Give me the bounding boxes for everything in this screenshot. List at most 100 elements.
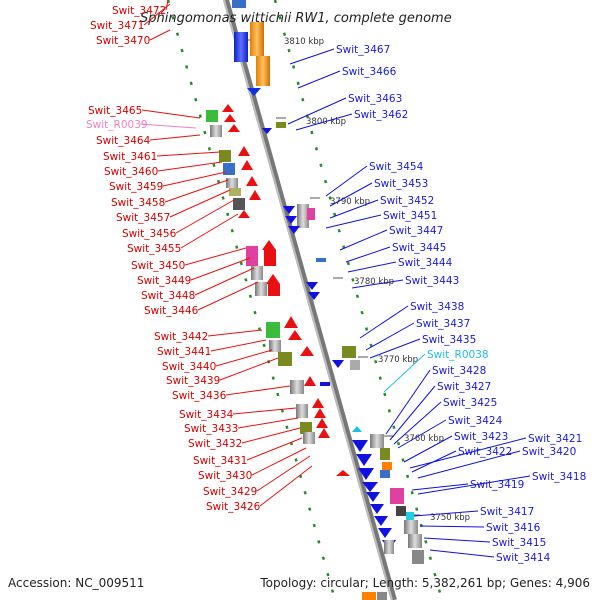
gene-label-swit-3434[interactable]: Swit_3434 <box>179 409 234 421</box>
gene-label-swit-r0039[interactable]: Swit_R0039 <box>86 119 148 131</box>
gene-label-swit-3438[interactable]: Swit_3438 <box>410 301 464 313</box>
gene-label-swit-3466[interactable]: Swit_3466 <box>342 66 397 78</box>
gene-leader-line <box>365 322 415 351</box>
gene-label-swit-3446[interactable]: Swit_3446 <box>144 305 199 317</box>
gene-label-swit-3437[interactable]: Swit_3437 <box>416 318 470 330</box>
kbp-label: 3790 kbp <box>330 197 370 207</box>
gene-leader-line <box>157 161 223 172</box>
gene-label-swit-3418[interactable]: Swit_3418 <box>532 471 586 483</box>
gene-leader-line <box>259 465 313 507</box>
gene-leader-line <box>197 281 259 311</box>
gene-label-swit-3447[interactable]: Swit_3447 <box>389 225 443 237</box>
gene-leader-line <box>139 123 197 129</box>
gene-label-swit-r0038[interactable]: Swit_R0038 <box>427 349 489 361</box>
gene-leader-line <box>413 510 479 517</box>
gene-leader-line <box>289 48 335 65</box>
gene-label-swit-3435[interactable]: Swit_3435 <box>422 334 476 346</box>
gene-leader-line <box>389 385 436 441</box>
gene-label-swit-3416[interactable]: Swit_3416 <box>486 522 541 534</box>
gene-label-swit-3463[interactable]: Swit_3463 <box>348 93 402 105</box>
genome-backbone-highlight <box>223 0 393 600</box>
gene-leader-line <box>297 70 341 89</box>
gene-leader-line <box>409 437 527 469</box>
gene-label-swit-3458[interactable]: Swit_3458 <box>111 197 165 209</box>
gene-label-swit-3470[interactable]: Swit_3470 <box>96 35 150 47</box>
gene-leader-line <box>325 214 382 229</box>
accession-text: Accession: NC_009511 <box>8 576 145 590</box>
gene-leader-line <box>219 357 279 381</box>
gene-label-swit-3460[interactable]: Swit_3460 <box>104 166 158 178</box>
kbp-label: 3800 kbp <box>306 117 346 127</box>
gene-leader-line <box>149 134 201 141</box>
gene-label-swit-3449[interactable]: Swit_3449 <box>137 275 191 287</box>
gene-label-swit-3421[interactable]: Swit_3421 <box>528 433 582 445</box>
gene-leader-line <box>295 113 353 131</box>
gene-label-swit-3417[interactable]: Swit_3417 <box>480 506 534 518</box>
gene-label-swit-3448[interactable]: Swit_3448 <box>141 290 195 302</box>
gene-label-swit-3465[interactable]: Swit_3465 <box>88 105 142 117</box>
gene-label-swit-3426[interactable]: Swit_3426 <box>206 501 261 513</box>
gene-label-swit-3451[interactable]: Swit_3451 <box>383 210 437 222</box>
gene-leader-line <box>184 247 247 266</box>
kbp-label: 3810 kbp <box>284 37 324 47</box>
gene-label-swit-3422[interactable]: Swit_3422 <box>458 446 512 458</box>
gene-label-swit-3461[interactable]: Swit_3461 <box>103 151 157 163</box>
gene-leader-line <box>429 549 495 558</box>
gene-leader-line <box>411 450 457 473</box>
gene-label-swit-3455[interactable]: Swit_3455 <box>127 243 181 255</box>
gene-label-swit-3462[interactable]: Swit_3462 <box>354 109 408 121</box>
gene-label-swit-3431[interactable]: Swit_3431 <box>193 455 247 467</box>
gene-label-swit-3414[interactable]: Swit_3414 <box>496 552 551 564</box>
gene-leader-line <box>369 338 421 359</box>
gene-label-swit-3415[interactable]: Swit_3415 <box>492 537 546 549</box>
gene-label-swit-3442[interactable]: Swit_3442 <box>154 331 208 343</box>
gene-label-swit-3457[interactable]: Swit_3457 <box>116 212 170 224</box>
gene-label-swit-3432[interactable]: Swit_3432 <box>188 438 242 450</box>
gene-leader-line <box>419 525 485 528</box>
gene-label-swit-3464[interactable]: Swit_3464 <box>96 135 151 147</box>
gene-label-swit-3423[interactable]: Swit_3423 <box>454 431 508 443</box>
gene-label-swit-3453[interactable]: Swit_3453 <box>374 178 428 190</box>
gene-label-swit-3427[interactable]: Swit_3427 <box>437 381 491 393</box>
left-track-dashes <box>166 0 337 600</box>
gene-label-swit-3440[interactable]: Swit_3440 <box>162 361 216 373</box>
gene-leader-line <box>215 349 273 367</box>
gene-label-swit-3424[interactable]: Swit_3424 <box>448 415 503 427</box>
gene-label-swit-3445[interactable]: Swit_3445 <box>392 242 446 254</box>
gene-leader-line <box>232 407 297 415</box>
gene-label-swit-3430[interactable]: Swit_3430 <box>198 470 252 482</box>
gene-label-swit-3456[interactable]: Swit_3456 <box>122 228 177 240</box>
gene-leader-line <box>359 305 409 339</box>
genome-backbone <box>223 0 397 600</box>
gene-label-swit-3443[interactable]: Swit_3443 <box>405 275 459 287</box>
gene-label-swit-3454[interactable]: Swit_3454 <box>369 161 424 173</box>
gene-leader-line <box>190 257 251 281</box>
gene-leader-line <box>164 179 229 203</box>
gene-leader-line <box>241 427 301 444</box>
gene-leader-line <box>180 213 239 249</box>
gene-leader-line <box>397 419 447 449</box>
gene-leader-line <box>423 537 491 543</box>
gene-leader-line <box>411 483 469 491</box>
gene-label-swit-3436[interactable]: Swit_3436 <box>172 390 227 402</box>
gene-label-swit-3439[interactable]: Swit_3439 <box>166 375 220 387</box>
gene-leader-line <box>403 435 453 463</box>
gene-label-swit-3452[interactable]: Swit_3452 <box>380 195 434 207</box>
gene-label-swit-3433[interactable]: Swit_3433 <box>184 423 238 435</box>
gene-label-swit-3429[interactable]: Swit_3429 <box>203 486 257 498</box>
gene-label-swit-3472[interactable]: Swit_3472 <box>112 5 166 17</box>
gene-label-swit-3420[interactable]: Swit_3420 <box>522 446 576 458</box>
gene-label-swit-3425[interactable]: Swit_3425 <box>443 397 497 409</box>
gene-label-swit-3467[interactable]: Swit_3467 <box>336 44 390 56</box>
gene-leader-line <box>210 339 267 352</box>
gene-label-swit-3441[interactable]: Swit_3441 <box>157 346 211 358</box>
gene-leader-line <box>417 475 531 495</box>
gene-label-swit-3450[interactable]: Swit_3450 <box>131 260 185 272</box>
gene-label-swit-3459[interactable]: Swit_3459 <box>109 181 163 193</box>
gene-label-swit-3428[interactable]: Swit_3428 <box>432 365 486 377</box>
gene-label-swit-3419[interactable]: Swit_3419 <box>470 479 524 491</box>
gene-label-swit-3471[interactable]: Swit_3471 <box>90 20 144 32</box>
gene-label-swit-3444[interactable]: Swit_3444 <box>398 257 453 269</box>
gene-leader-line <box>325 165 368 197</box>
